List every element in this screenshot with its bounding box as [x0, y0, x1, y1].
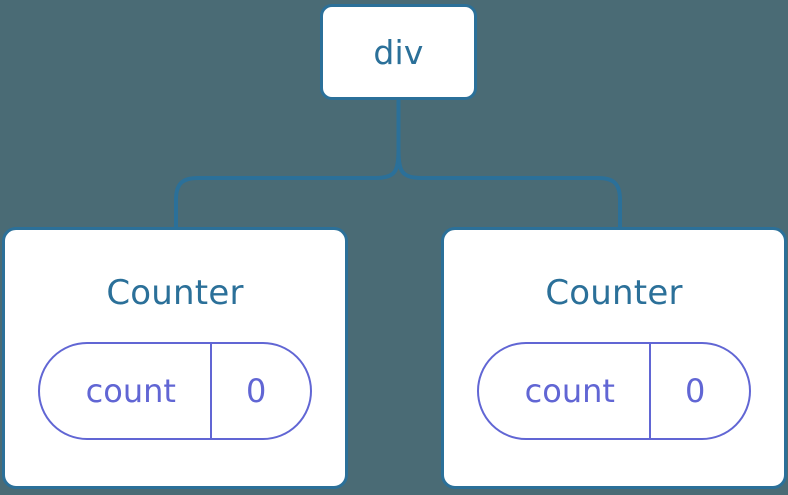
node-counter-right-title: Counter: [545, 273, 683, 313]
node-div[interactable]: div: [320, 4, 477, 100]
node-counter-left[interactable]: Counter count 0: [2, 227, 348, 489]
node-div-label: div: [373, 32, 424, 72]
state-divider-right: [648, 344, 651, 438]
state-value-right: 0: [684, 372, 706, 410]
state-key-right: count: [524, 372, 615, 410]
edge-to-counter-left: [174, 149, 401, 229]
state-key-left: count: [85, 372, 176, 410]
state-capsule-right[interactable]: count 0: [476, 342, 752, 440]
node-counter-left-title: Counter: [106, 273, 244, 313]
edge-to-counter-right: [396, 149, 622, 229]
state-value-left: 0: [245, 372, 267, 410]
state-capsule-left[interactable]: count 0: [37, 342, 313, 440]
node-counter-right[interactable]: Counter count 0: [441, 227, 787, 489]
state-divider-left: [209, 344, 212, 438]
